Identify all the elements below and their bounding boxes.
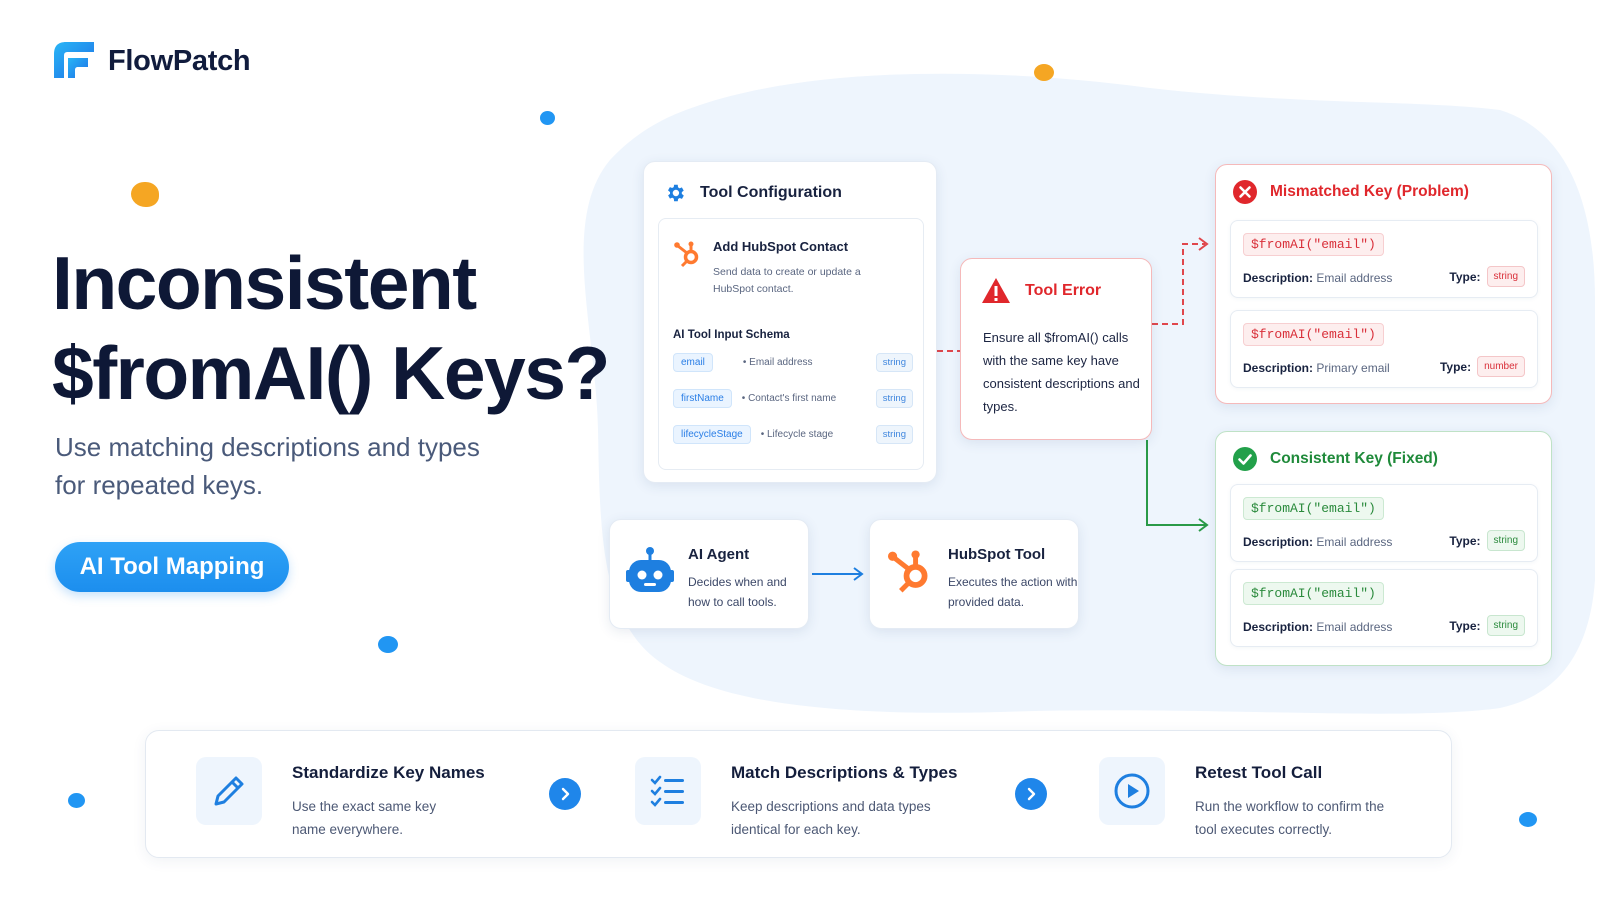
- hubspot-node[interactable]: Add HubSpot Contact Send data to create …: [658, 218, 924, 470]
- error-x-icon: [1233, 180, 1257, 204]
- key-type: Type:string: [1449, 266, 1525, 287]
- check-circle-icon: [1233, 447, 1257, 471]
- key-entry: $fromAI("email") Description: Email addr…: [1230, 569, 1538, 647]
- type-chip: number: [1477, 356, 1525, 377]
- step-description: Use the exact same key name everywhere.: [292, 799, 437, 837]
- schema-row: lifecycleStage • Lifecycle stage string: [673, 423, 913, 445]
- schema-title: AI Tool Input Schema: [673, 329, 790, 341]
- schema-row: firstName • Contact's first name string: [673, 387, 913, 409]
- schema-desc: • Email address: [742, 356, 813, 368]
- key-type: Type:string: [1449, 530, 1525, 551]
- page-title: Inconsistent $fromAI() Keys?: [52, 238, 610, 418]
- tool-configuration-card: Tool Configuration Add HubSpot Contact S…: [643, 161, 937, 483]
- ai-agent-title: AI Agent: [688, 546, 750, 563]
- schema-desc: • Contact's first name: [741, 392, 837, 404]
- next-arrow-icon: [549, 778, 581, 810]
- tool-error-title: Tool Error: [1025, 282, 1102, 299]
- tool-configuration-header: Tool Configuration: [664, 182, 842, 204]
- pencil-icon: [214, 776, 244, 806]
- consistent-key-title: Consistent Key (Fixed): [1270, 450, 1438, 467]
- hubspot-icon: [674, 241, 699, 268]
- key-description: Description: Primary email: [1243, 361, 1390, 375]
- key-code: $fromAI("email"): [1243, 582, 1384, 605]
- decor-dot: [1034, 64, 1054, 81]
- key-entry: $fromAI("email") Description: Primary em…: [1230, 310, 1538, 388]
- title-line-1: Inconsistent: [52, 241, 477, 325]
- key-description: Description: Email address: [1243, 620, 1393, 634]
- decor-dot: [540, 111, 555, 125]
- decor-dot: [378, 636, 398, 653]
- flowpatch-logo-icon: [54, 42, 94, 78]
- key-description: Description: Email address: [1243, 271, 1393, 285]
- schema-type: string: [875, 424, 913, 444]
- mismatched-key-title: Mismatched Key (Problem): [1270, 183, 1469, 200]
- type-chip: string: [1486, 615, 1525, 636]
- type-chip: string: [1486, 266, 1525, 287]
- decor-dot: [131, 182, 159, 207]
- hubspot-tool-title: HubSpot Tool: [948, 546, 1046, 563]
- step-description: Keep descriptions and data types identic…: [731, 799, 931, 837]
- page-subtitle: Use matching descriptions and types for …: [55, 432, 480, 500]
- schema-key: email: [673, 352, 713, 372]
- brand-logo: FlowPatch: [52, 40, 251, 82]
- hubspot-icon: [887, 550, 928, 593]
- key-entry: $fromAI("email") Description: Email addr…: [1230, 484, 1538, 562]
- tool-configuration-title: Tool Configuration: [700, 184, 842, 201]
- error-mismatch-connector: [1152, 243, 1205, 325]
- title-line-2: $fromAI() Keys?: [52, 331, 610, 415]
- step-icon-box: [196, 757, 262, 825]
- schema-type: string: [875, 388, 913, 408]
- steps-panel: Standardize Key Names Use the exact same…: [145, 730, 1452, 858]
- brand-name: FlowPatch: [108, 44, 251, 77]
- decor-dot: [68, 793, 85, 808]
- schema-desc: • Lifecycle stage: [760, 428, 834, 440]
- tool-error-card: Tool Error Ensure all $fromAI() calls wi…: [960, 258, 1152, 440]
- step-title: Standardize Key Names: [292, 763, 485, 782]
- checklist-icon: [650, 775, 684, 807]
- ai-tool-mapping-button[interactable]: AI Tool Mapping: [55, 542, 289, 592]
- tool-error-message: Ensure all $fromAI() calls with the same…: [983, 330, 1140, 414]
- key-code: $fromAI("email"): [1243, 233, 1384, 256]
- decor-dot: [1519, 812, 1537, 827]
- hubspot-tool-node[interactable]: HubSpot Tool Executes the action with pr…: [869, 519, 1079, 629]
- step-title: Match Descriptions & Types: [731, 763, 958, 782]
- play-icon: [1114, 773, 1150, 809]
- type-chip: string: [1486, 530, 1525, 551]
- hubspot-tool-description: Executes the action with provided data.: [948, 575, 1078, 609]
- step-icon-box: [635, 757, 701, 825]
- next-arrow-icon: [1015, 778, 1047, 810]
- key-description: Description: Email address: [1243, 535, 1393, 549]
- key-code: $fromAI("email"): [1243, 323, 1384, 346]
- hubspot-node-description: Send data to create or update a HubSpot …: [713, 266, 861, 295]
- schema-key: firstName: [673, 388, 732, 408]
- step-description: Run the workflow to confirm the tool exe…: [1195, 799, 1385, 837]
- key-type: Type:number: [1440, 356, 1525, 377]
- mismatched-key-card: Mismatched Key (Problem) $fromAI("email"…: [1215, 164, 1552, 404]
- warning-icon: [982, 278, 1010, 303]
- error-consistent-connector: [1146, 440, 1207, 526]
- gear-icon: [668, 184, 684, 202]
- step-icon-box: [1099, 757, 1165, 825]
- schema-row: email • Email address string: [673, 351, 913, 373]
- hubspot-node-title: Add HubSpot Contact: [713, 239, 849, 254]
- robot-icon: [626, 547, 674, 592]
- schema-type: string: [875, 352, 913, 372]
- key-entry: $fromAI("email") Description: Email addr…: [1230, 220, 1538, 298]
- ai-agent-description: Decides when and how to call tools.: [688, 575, 787, 609]
- step-title: Retest Tool Call: [1195, 763, 1323, 782]
- key-type: Type:string: [1449, 615, 1525, 636]
- key-code: $fromAI("email"): [1243, 497, 1384, 520]
- schema-key: lifecycleStage: [673, 424, 751, 444]
- ai-agent-node[interactable]: AI Agent Decides when and how to call to…: [609, 519, 809, 629]
- consistent-key-card: Consistent Key (Fixed) $fromAI("email") …: [1215, 431, 1552, 666]
